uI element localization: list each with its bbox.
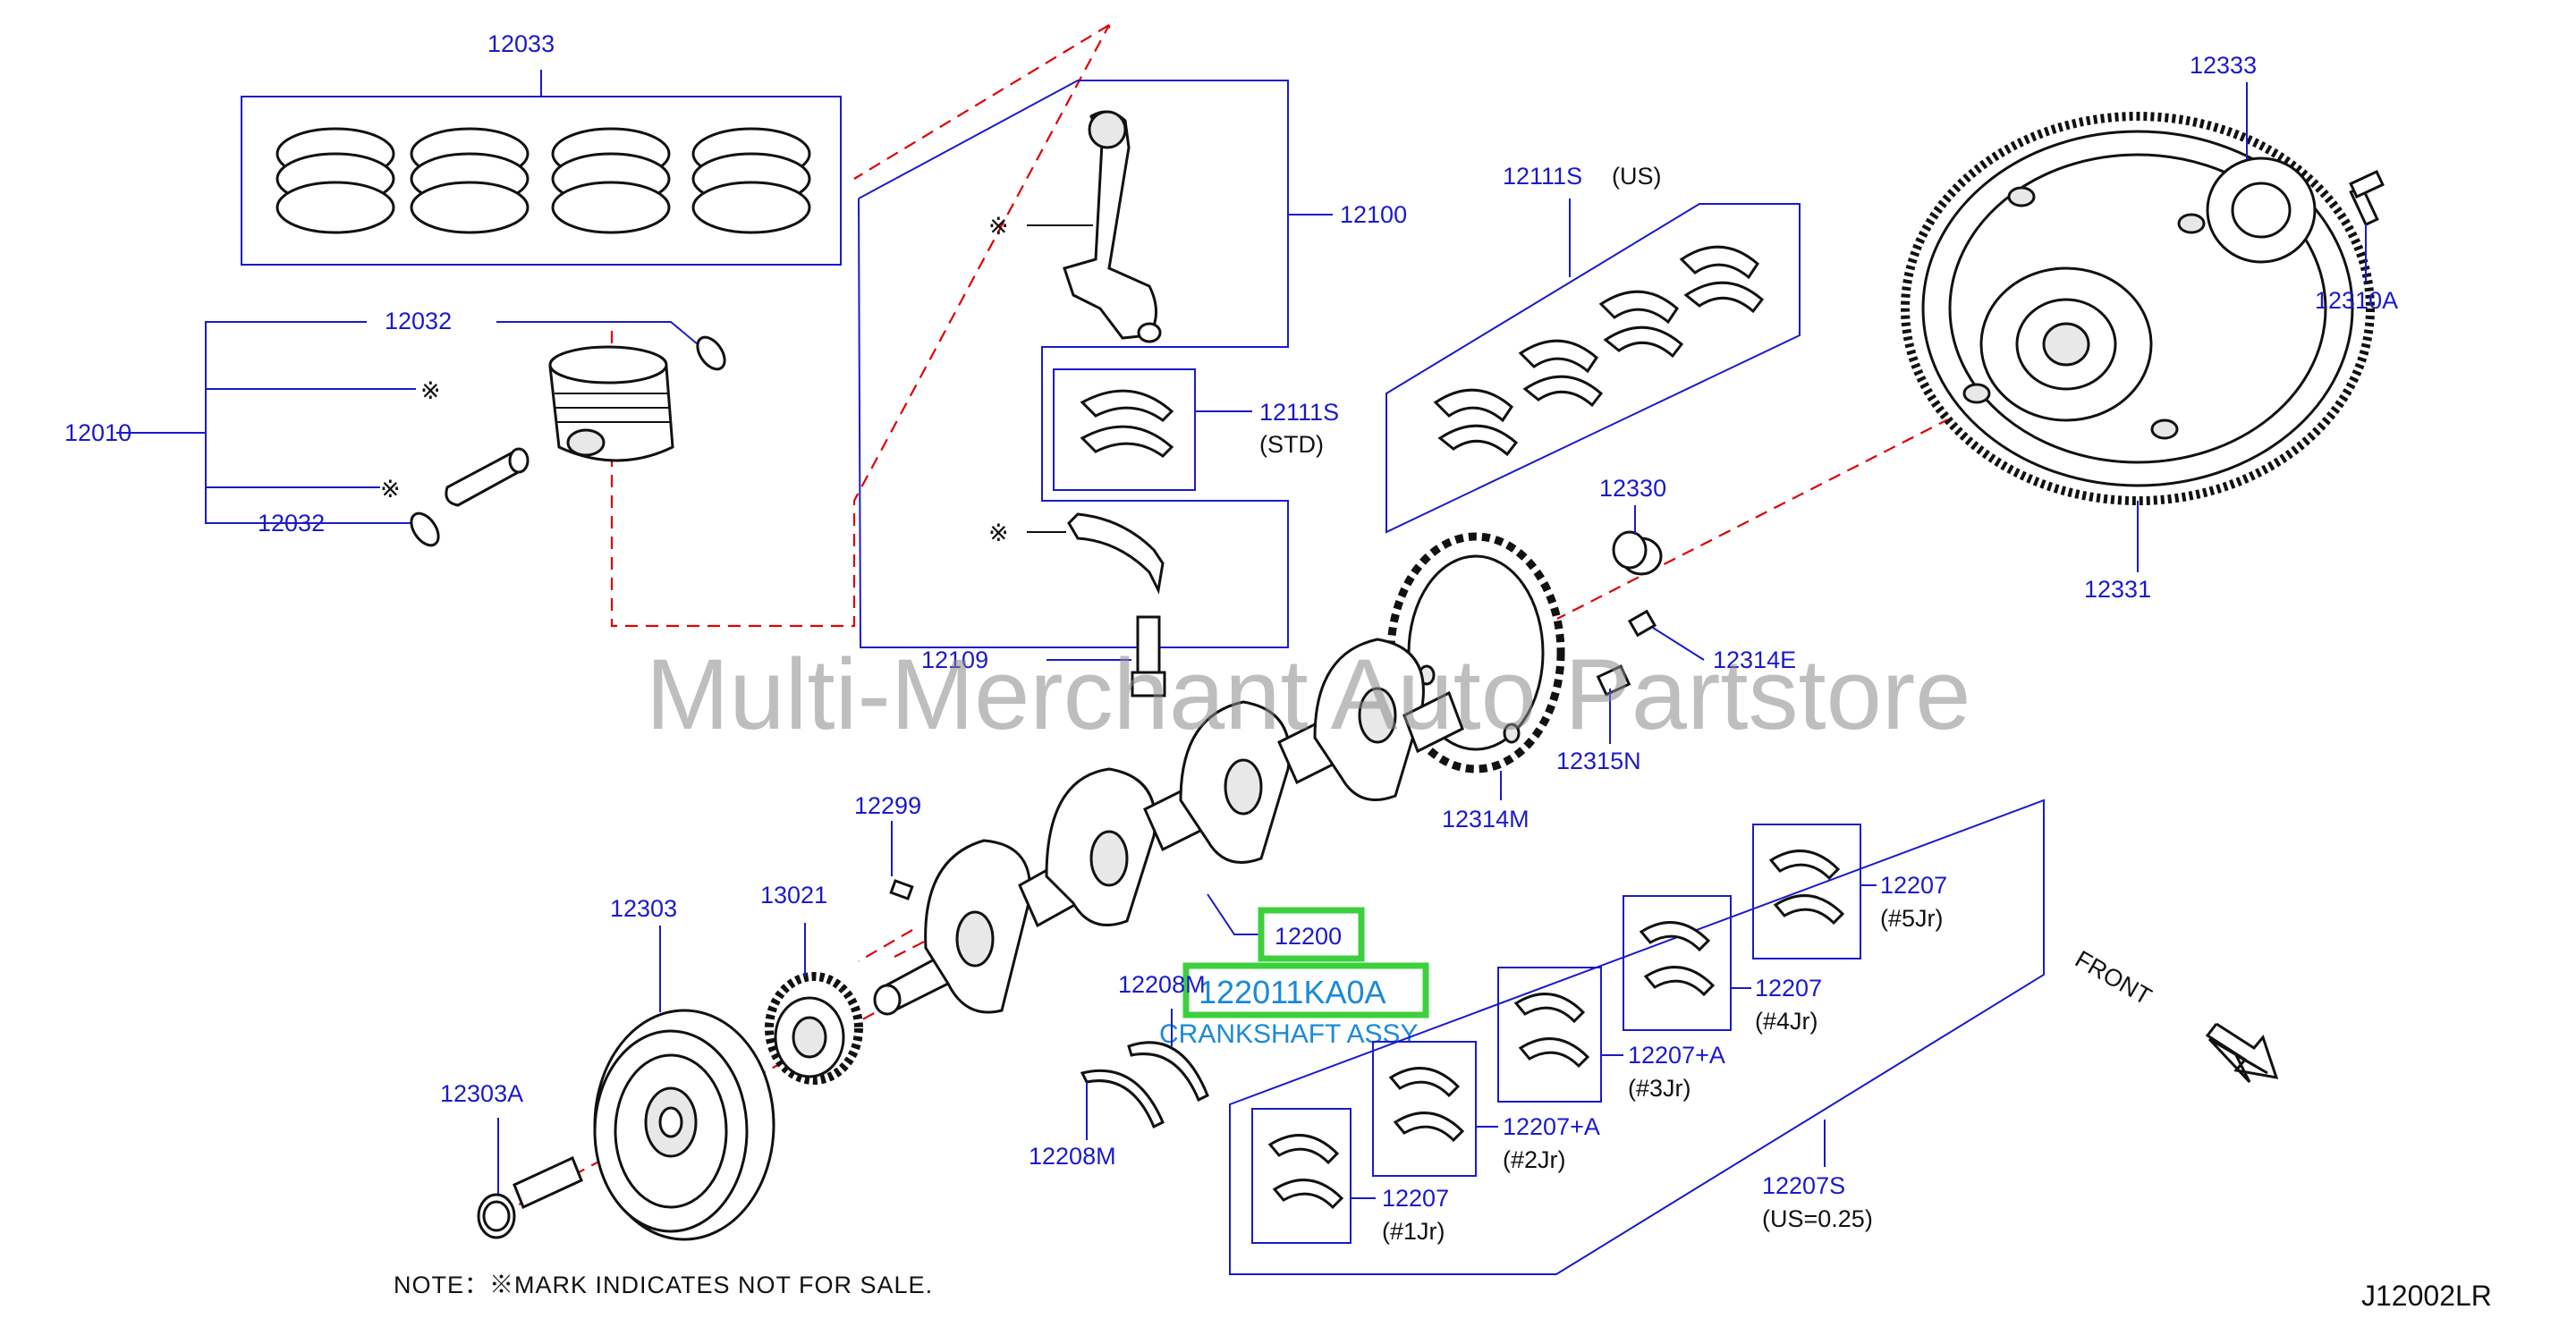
label-12111S-us[interactable]: 12111S xyxy=(1503,163,1582,190)
connecting-rod-bolt[interactable] xyxy=(1131,615,1166,697)
label-12310A[interactable]: 12310A xyxy=(2315,287,2398,314)
reinforcement-plate[interactable] xyxy=(2206,156,2317,264)
pulley-bolt[interactable] xyxy=(477,1155,583,1239)
footer-note: NOTE：※MARK INDICATES NOT FOR SALE. xyxy=(394,1272,933,1298)
front-indicator: FRONT xyxy=(2071,945,2279,1084)
piston-snap-ring-bottom[interactable] xyxy=(406,509,445,551)
label-12207-jr4[interactable]: 12207 xyxy=(1755,975,1822,1002)
connecting-rod-group[interactable]: 12100 ※ 12111S (STD) ※ 12109 xyxy=(858,80,1407,697)
label-12032-bottom[interactable]: 12032 xyxy=(258,510,325,537)
main-bearing-4[interactable]: 12207 (#4Jr) xyxy=(1623,895,1822,1035)
label-12314E[interactable]: 12314E xyxy=(1713,647,1796,673)
conrod-bearing-us-2[interactable] xyxy=(1518,339,1604,408)
highlight-box-ref[interactable] xyxy=(1258,907,1365,962)
label-12032-top[interactable]: 12032 xyxy=(385,308,452,334)
label-12330[interactable]: 12330 xyxy=(1599,475,1666,502)
thrust-washer-upper[interactable] xyxy=(1127,1041,1209,1103)
label-12303[interactable]: 12303 xyxy=(610,895,677,922)
piston-ring-2[interactable] xyxy=(410,127,530,234)
main-bearing-1[interactable]: 12207 (#1Jr) xyxy=(1251,1108,1449,1245)
label-12314M[interactable]: 12314M xyxy=(1442,806,1530,833)
conrod-bearing-us-3[interactable] xyxy=(1598,290,1684,359)
conrod-bearing-us-group[interactable]: 12111S (US) xyxy=(1385,163,1801,534)
piston-snap-ring-top[interactable] xyxy=(692,333,731,375)
label-13021[interactable]: 13021 xyxy=(760,882,827,909)
piston-assembly-group[interactable]: 12010 12032 12032 ※ ※ xyxy=(64,308,730,550)
conrod-bearing-us-4[interactable] xyxy=(1679,245,1765,314)
piston-ring-1[interactable] xyxy=(275,127,395,234)
label-jr4: (#4Jr) xyxy=(1755,1008,1818,1035)
conrod-bearing-std[interactable] xyxy=(1080,389,1174,458)
highlight-part-number[interactable]: 122011KA0A xyxy=(1199,974,1386,1010)
crankshaft-sprocket[interactable] xyxy=(765,972,863,1085)
label-12033[interactable]: 12033 xyxy=(487,30,555,57)
label-12303A[interactable]: 12303A xyxy=(440,1080,523,1107)
label-12207-jr1[interactable]: 12207 xyxy=(1382,1185,1449,1212)
highlight-ref-number[interactable]: 12200 xyxy=(1275,923,1342,950)
label-jr1: (#1Jr) xyxy=(1382,1218,1445,1245)
not-for-sale-mark-pin: ※ xyxy=(380,476,401,503)
label-12111S-std[interactable]: 12111S xyxy=(1259,399,1339,426)
highlight-group[interactable]: 12200 122011KA0A CRANKSHAFT ASSY xyxy=(1159,907,1429,1049)
piston[interactable] xyxy=(548,345,674,462)
not-for-sale-mark-piston: ※ xyxy=(420,377,441,404)
highlight-box-part-number[interactable] xyxy=(1182,962,1429,1018)
front-arrow-icon xyxy=(2205,1022,2279,1084)
front-label: FRONT xyxy=(2071,945,2157,1010)
label-12299[interactable]: 12299 xyxy=(854,792,921,819)
label-12010[interactable]: 12010 xyxy=(64,419,131,446)
main-bearing-3[interactable]: 12207+A (#3Jr) xyxy=(1497,967,1725,1103)
crankshaft-pulley[interactable] xyxy=(593,1009,775,1241)
label-12207A-jr2[interactable]: 12207+A xyxy=(1503,1113,1600,1140)
main-bearing-2[interactable]: 12207+A (#2Jr) xyxy=(1372,1041,1600,1177)
label-12207S[interactable]: 12207S xyxy=(1762,1172,1845,1199)
pilot-bushing[interactable] xyxy=(1612,530,1663,576)
crankshaft[interactable] xyxy=(873,638,1464,1016)
label-us: (US) xyxy=(1612,163,1662,190)
label-12315N[interactable]: 12315N xyxy=(1556,748,1641,774)
diagram-code: J12002LR xyxy=(2361,1280,2492,1312)
label-jr2: (#2Jr) xyxy=(1503,1146,1566,1173)
label-12333[interactable]: 12333 xyxy=(2190,52,2257,79)
piston-ring-4[interactable] xyxy=(691,127,811,234)
highlight-part-name[interactable]: CRANKSHAFT ASSY xyxy=(1159,1019,1419,1049)
not-for-sale-mark-rod: ※ xyxy=(988,213,1009,240)
label-12207-jr5[interactable]: 12207 xyxy=(1880,872,1947,899)
label-std: (STD) xyxy=(1259,431,1324,458)
label-jr5: (#5Jr) xyxy=(1880,905,1944,932)
label-12207A-jr3[interactable]: 12207+A xyxy=(1628,1042,1725,1069)
piston-ring-3[interactable] xyxy=(551,127,671,234)
label-us025: (US=0.25) xyxy=(1762,1205,1873,1232)
label-12100[interactable]: 12100 xyxy=(1340,201,1407,228)
thrust-washer-lower[interactable] xyxy=(1080,1069,1165,1129)
main-bearing-set[interactable]: 12207 (#1Jr) 12207+A (#2Jr) 12207+A (#3J… xyxy=(1229,799,2045,1275)
main-bearing-5[interactable]: 12207 (#5Jr) xyxy=(1752,824,1947,959)
connecting-rod[interactable] xyxy=(1063,110,1162,343)
not-for-sale-mark-cap: ※ xyxy=(988,520,1009,546)
connecting-rod-cap[interactable] xyxy=(1067,512,1165,595)
label-12208M-bottom[interactable]: 12208M xyxy=(1029,1143,1116,1170)
signal-plate-screw[interactable] xyxy=(1596,664,1631,697)
label-jr3: (#3Jr) xyxy=(1628,1075,1691,1102)
conrod-bearing-us-1[interactable] xyxy=(1433,388,1519,457)
label-12208M-top[interactable]: 12208M xyxy=(1118,971,1206,998)
label-12109[interactable]: 12109 xyxy=(921,647,988,673)
piston-pin[interactable] xyxy=(445,447,530,507)
label-12331[interactable]: 12331 xyxy=(2084,576,2151,603)
crankshaft-key[interactable] xyxy=(889,879,914,900)
drive-plate-bolt[interactable] xyxy=(2349,169,2385,227)
watermark: Multi-Merchant Auto Partstore xyxy=(646,638,1970,750)
piston-rings-group[interactable]: 12033 xyxy=(241,30,842,266)
dowel-pin[interactable] xyxy=(1627,609,1657,638)
